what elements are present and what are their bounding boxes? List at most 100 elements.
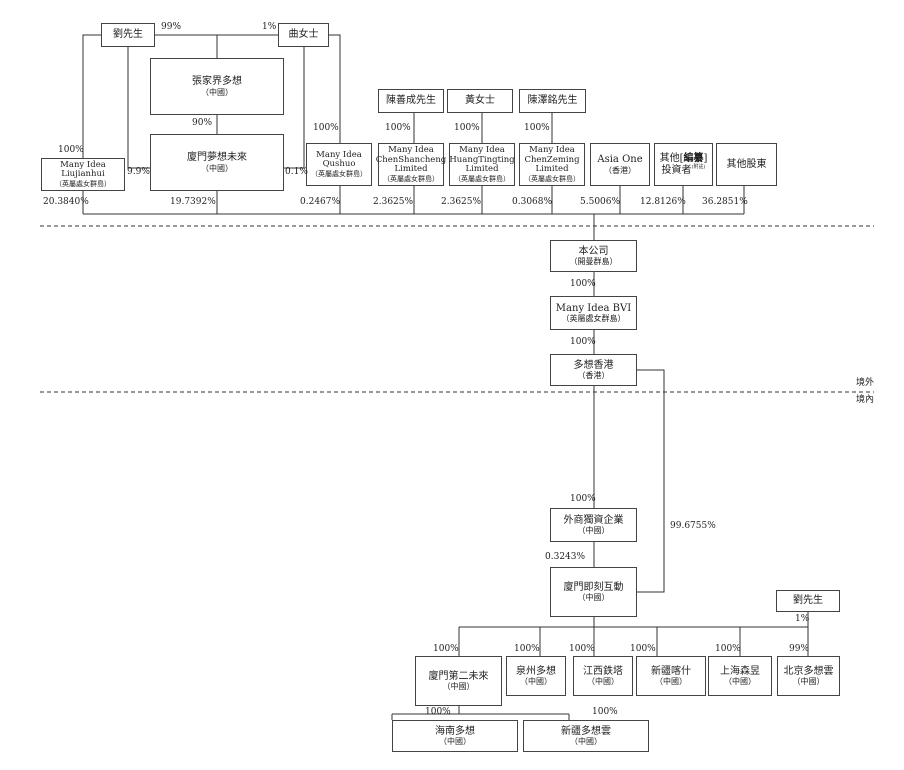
asia-one-node: Asia One （香港） — [590, 143, 650, 186]
company-jurisdiction: （開曼群島） — [569, 257, 618, 267]
pct-many-idea-qushuo-company: 0.2467% — [300, 197, 341, 207]
ms-huang-label: 黃女士 — [465, 95, 495, 107]
company-node: 本公司 （開曼群島） — [550, 240, 637, 272]
jiangxi-tieta-node: 江西鉄塔 （中國） — [573, 656, 633, 696]
xiamen-jike-hudong-label: 廈門即刻互動 — [563, 581, 624, 593]
many-idea-huangtingting-node: Many Idea HuangTingting Limited （英屬處女群島） — [449, 143, 515, 186]
xinjiang-duoxiangyun-label: 新疆多想雲 — [561, 725, 611, 737]
quanzhou-duoxiang-jurisdiction: （中國） — [520, 677, 552, 687]
asia-one-label: Asia One — [597, 154, 643, 166]
wfoe-label: 外商獨資企業 — [563, 514, 624, 526]
pct-chen-shancheng: 100% — [385, 123, 411, 133]
pct-bvi-hk: 100% — [570, 337, 596, 347]
mr-liu-node: 劉先生 — [101, 23, 155, 47]
zhangjiajie-duoxiang-node: 張家界多想 （中國） — [150, 58, 284, 115]
many-idea-chenshancheng-node: Many Idea ChenShancheng Limited （英屬處女群島） — [375, 143, 447, 186]
ms-qu-node: 曲女士 — [278, 23, 329, 47]
pct-huangtingting-company: 2.3625% — [441, 197, 482, 207]
many-idea-chenshancheng-label: Many Idea ChenShancheng Limited — [375, 144, 447, 175]
pct-chenzeming-company: 0.3068% — [512, 197, 553, 207]
pct-hainan: 100% — [425, 707, 451, 717]
xiamen-dier-weilai-jurisdiction: （中國） — [442, 682, 475, 692]
pct-shanghai: 100% — [715, 644, 741, 654]
quanzhou-duoxiang-label: 泉州多想 — [516, 665, 556, 677]
ms-qu-label: 曲女士 — [288, 29, 319, 41]
many-idea-huangtingting-jurisdiction: （英屬處女群島） — [454, 175, 510, 184]
many-idea-liujianhui-node: Many Idea Liujianhui （英屬處女群島） — [41, 158, 125, 191]
pct-jiangxi: 100% — [569, 644, 595, 654]
other-investors-note: (附註) — [691, 163, 706, 170]
many-idea-liujianhui-jurisdiction: （英屬處女群島） — [55, 180, 111, 189]
pct-asia-one-company: 5.5006% — [580, 197, 621, 207]
many-idea-chenzeming-label: Many Idea ChenZeming Limited — [524, 144, 580, 175]
ms-huang-node: 黃女士 — [447, 89, 513, 113]
pct-xiamen-dier: 100% — [433, 644, 459, 654]
many-idea-qushuo-label: Many Idea Qushuo — [316, 149, 362, 170]
pct-wfoe-xiamen-jike: 0.3243% — [545, 552, 586, 562]
pct-beijing: 99% — [789, 644, 810, 654]
pct-liu-many-idea-liujianhui: 100% — [58, 145, 84, 155]
other-investors-line1: 其他[編纂] — [660, 153, 708, 165]
shanghai-senyu-label: 上海森昱 — [720, 665, 760, 677]
other-investors-line2: 投資者(附註) — [662, 163, 706, 177]
pct-liu-beijing: 1% — [795, 614, 810, 624]
beijing-duoxiangyun-label: 北京多想雲 — [783, 665, 834, 677]
mr-liu-label: 劉先生 — [113, 29, 143, 41]
shanghai-senyu-jurisdiction: （中國） — [724, 677, 756, 687]
pct-quanzhou: 100% — [514, 644, 540, 654]
hainan-duoxiang-jurisdiction: （中國） — [439, 737, 471, 747]
company-label: 本公司 — [578, 245, 609, 257]
duoxiang-hk-jurisdiction: （香港） — [577, 371, 610, 381]
xinjiang-kashi-jurisdiction: （中國） — [655, 677, 687, 687]
xiamen-jike-hudong-jurisdiction: （中國） — [577, 593, 610, 603]
zhangjiajie-duoxiang-jurisdiction: （中國） — [201, 87, 233, 97]
pct-qu-xiamen: 0.1% — [285, 167, 308, 177]
pct-xinjiang-duoxiangyun: 100% — [592, 707, 618, 717]
pct-huang: 100% — [454, 123, 480, 133]
mr-liu-bottom-node: 劉先生 — [776, 590, 840, 612]
pct-chen-zeming: 100% — [524, 123, 550, 133]
duoxiang-hk-node: 多想香港 （香港） — [550, 354, 637, 386]
many-idea-qushuo-node: Many Idea Qushuo （英屬處女群島） — [306, 143, 372, 186]
other-investors-prefix: 其他[ — [659, 153, 684, 164]
asia-one-jurisdiction: （香港） — [604, 165, 636, 175]
mr-liu-bottom-label: 劉先生 — [793, 595, 823, 607]
many-idea-bvi-node: Many Idea BVI （英屬處女群島） — [550, 296, 637, 330]
mr-chen-shancheng-node: 陳善成先生 — [378, 89, 444, 113]
onshore-label: 境內 — [856, 395, 875, 405]
other-shareholders-node: 其他股東 — [716, 143, 777, 186]
many-idea-bvi-label: Many Idea BVI — [555, 302, 632, 314]
pct-zhangjiajie-xiamen: 90% — [192, 118, 213, 128]
wfoe-node: 外商獨資企業 （中國） — [550, 508, 637, 542]
zhangjiajie-duoxiang-label: 張家界多想 — [192, 76, 242, 88]
pct-hk-xiamen-jike: 99.6755% — [670, 521, 716, 531]
hainan-duoxiang-node: 海南多想 （中國） — [392, 720, 518, 752]
jiangxi-tieta-label: 江西鉄塔 — [583, 665, 623, 677]
pct-xiamen-company: 19.7392% — [170, 197, 216, 207]
mr-chen-zeming-label: 陳澤銘先生 — [527, 95, 578, 107]
other-investors-redacted: 編纂 — [683, 153, 704, 164]
shanghai-senyu-node: 上海森昱 （中國） — [708, 656, 772, 696]
pct-qu-zhangjiajie: 1% — [262, 22, 277, 32]
xiamen-dier-weilai-label: 廈門第二未來 — [428, 670, 489, 682]
pct-other-shareholders-company: 36.2851% — [702, 197, 748, 207]
jiangxi-tieta-jurisdiction: （中國） — [587, 677, 619, 687]
xinjiang-kashi-label: 新疆喀什 — [651, 665, 691, 677]
quanzhou-duoxiang-node: 泉州多想 （中國） — [506, 656, 566, 696]
duoxiang-hk-label: 多想香港 — [573, 359, 614, 371]
xiamen-mengxiang-weilai-jurisdiction: （中國） — [201, 163, 233, 173]
offshore-label: 境外 — [856, 378, 875, 388]
pct-liu-zhangjiajie: 99% — [161, 22, 182, 32]
beijing-duoxiangyun-jurisdiction: （中國） — [792, 677, 825, 687]
hainan-duoxiang-label: 海南多想 — [435, 725, 475, 737]
other-investors-bracket: ] — [703, 153, 708, 164]
pct-xinjiang-kashi: 100% — [630, 644, 656, 654]
many-idea-liujianhui-label: Many Idea Liujianhui — [60, 159, 106, 180]
xiamen-mengxiang-weilai-label: 廈門夢想未來 — [187, 152, 247, 164]
mr-chen-zeming-node: 陳澤銘先生 — [519, 89, 586, 113]
xiamen-jike-hudong-node: 廈門即刻互動 （中國） — [550, 567, 637, 617]
pct-chenshancheng-company: 2.3625% — [373, 197, 414, 207]
many-idea-huangtingting-label: Many Idea HuangTingting Limited — [449, 144, 515, 175]
